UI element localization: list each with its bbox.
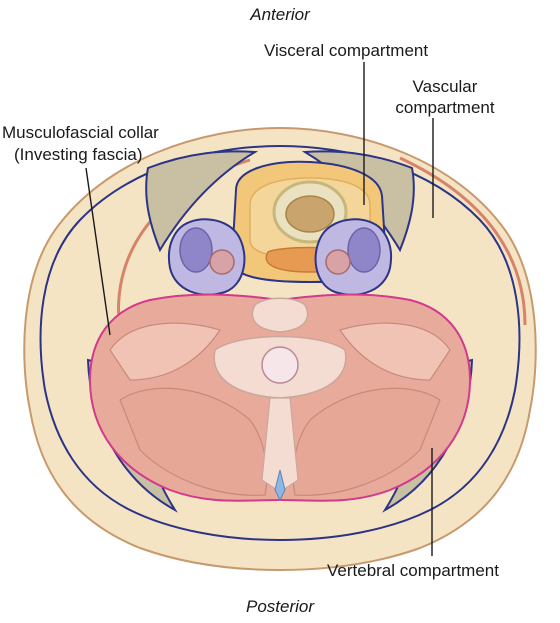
musculofascial-collar-label-line1: Musculofascial collar [2, 123, 159, 142]
leader-line-collar [85, 167, 111, 336]
vascular-compartment-label-line1: Vascular [412, 77, 478, 96]
trachea-lumen [285, 195, 335, 233]
jugular-vein-right [347, 227, 381, 273]
vertebral-compartment-label: Vertebral compartment [327, 561, 499, 580]
carotid-artery-left [209, 249, 235, 275]
spinous-process [261, 397, 299, 493]
deep-muscle-left [109, 322, 221, 381]
posterior-label: Posterior [245, 597, 315, 616]
investing-fascia [39, 144, 521, 542]
visceral-compartment-label: Visceral compartment [264, 41, 429, 60]
anterior-label: Anterior [250, 5, 310, 24]
nuchal-ligament [274, 469, 286, 502]
scm-muscle-left [145, 150, 259, 253]
vertebral-body [251, 297, 309, 333]
vascular-compartment-label-line2: compartment [395, 98, 495, 117]
musculofascial-collar-label-line2: (Investing fascia) [14, 145, 143, 164]
spinal-cord [261, 346, 299, 384]
superficial-fascia-right [399, 156, 527, 326]
carotid-artery-right [325, 249, 351, 275]
deep-muscle-right [339, 322, 451, 381]
jugular-vein-left [179, 227, 213, 273]
